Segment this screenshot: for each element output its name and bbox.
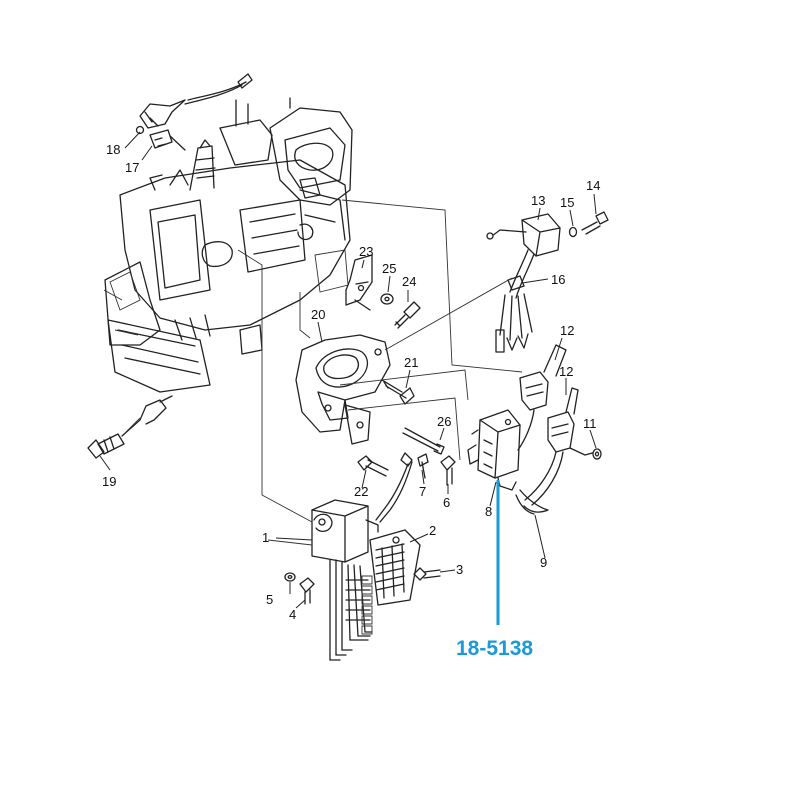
callout-26: 26 [437,414,451,429]
bolt-24 [394,301,421,329]
callout-13: 13 [531,193,545,208]
washer-25 [380,293,394,305]
washer-5 [284,572,296,582]
callout-8: 8 [485,504,492,519]
callout-20: 20 [311,307,325,322]
bolt-22 [357,455,389,477]
wire-harness [329,559,373,661]
plug-cap-12-upper [517,344,567,451]
bolt-3 [413,567,441,581]
bracket-23 [345,254,373,311]
callout-7: 7 [419,484,426,499]
bolt-14 [581,211,609,235]
bolt-21 [381,379,415,405]
callout-22: 22 [354,484,368,499]
callout-18: 18 [106,142,120,157]
stud-26 [402,427,445,455]
sensor-17 [149,129,186,151]
callout-labels: 1 2 3 4 5 6 7 8 9 11 12 12 13 14 15 16 1… [102,142,600,622]
callout-5: 5 [266,592,273,607]
connection-lines [237,199,523,546]
part-number-pointer: 18-5138 [456,480,533,660]
callout-21: 21 [404,355,418,370]
bolt-4 [299,577,315,605]
plug-cap-12-lower [524,387,597,506]
ignition-coil-8 [467,409,521,491]
temperature-sensor-19 [87,395,173,459]
rectifier-2 [369,529,421,606]
high-tension-lead-9 [515,489,549,515]
ground-lead-7 [375,452,429,523]
callout-9: 9 [540,555,547,570]
clip-11 [592,448,602,460]
callout-16: 16 [551,272,565,287]
callout-24: 24 [402,274,416,289]
callout-2: 2 [429,523,436,538]
callout-12-upper: 12 [560,323,574,338]
callout-3: 3 [456,562,463,577]
washer-15 [568,226,578,238]
callout-12-lower: 12 [559,364,573,379]
callout-1: 1 [262,530,269,545]
cdi-unit-1 [311,499,379,563]
sensor-18 [135,73,253,135]
callout-11: 11 [583,416,597,431]
callout-4: 4 [289,607,296,622]
clamp-16 [495,275,533,353]
callout-17: 17 [125,160,139,175]
callout-15: 15 [560,195,574,210]
part-number-label: 18-5138 [456,637,533,660]
callout-25: 25 [382,261,396,276]
bolt-6 [440,455,456,486]
callout-14: 14 [586,178,600,193]
callout-23: 23 [359,244,373,259]
engine-block [103,97,353,393]
callout-6: 6 [443,495,450,510]
callout-19: 19 [102,474,116,489]
bracket-20 [295,334,391,445]
leader-lines [99,131,597,609]
